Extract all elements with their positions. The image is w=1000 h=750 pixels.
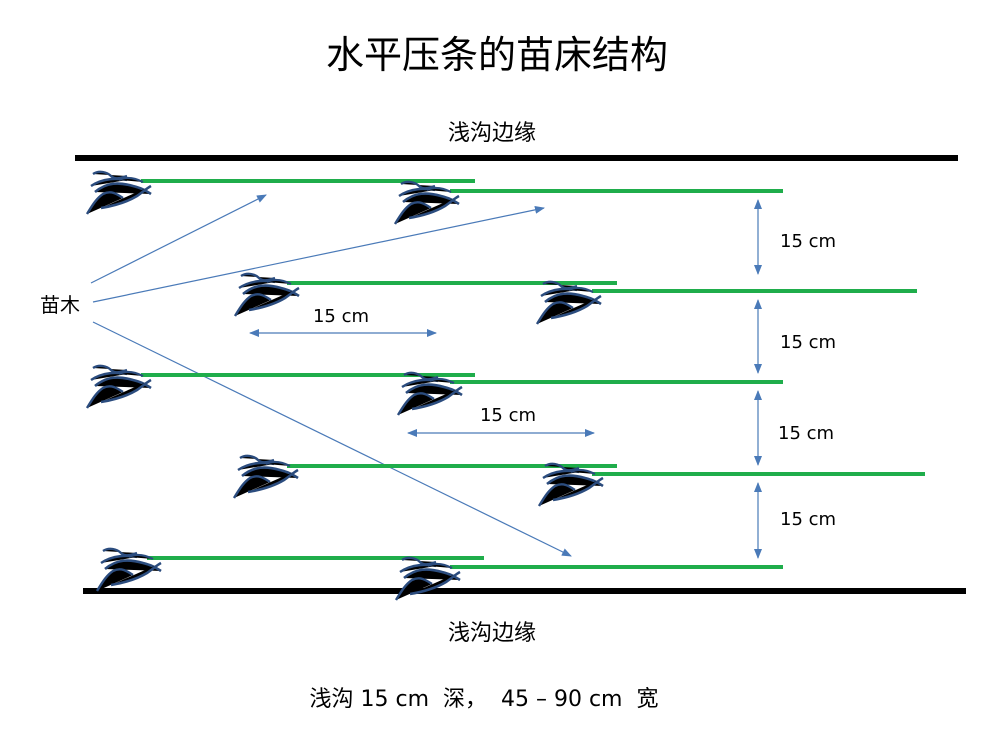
seedling-arrow-2: [92, 205, 545, 303]
vertical-spacing-label-4: 15 cm: [780, 509, 836, 530]
page-title: 水平压条的苗床结构: [326, 33, 668, 77]
seedling-arrow-1: [90, 194, 267, 284]
root-icon: [95, 547, 163, 593]
vertical-spacing-label-1: 15 cm: [780, 231, 836, 252]
seedling-arrow-3: [92, 321, 572, 557]
root-icon: [537, 462, 605, 508]
root-icon: [233, 272, 301, 318]
root-icon: [393, 180, 461, 226]
root-icon: [85, 170, 153, 216]
trench-edge-bottom-label: 浅沟边缘: [448, 621, 536, 646]
vertical-spacing-label-3: 15 cm: [778, 423, 834, 444]
horizontal-spacing-label-1: 15 cm: [313, 306, 369, 327]
root-icon: [396, 371, 464, 417]
seedling-label: 苗木: [40, 293, 80, 317]
trench-edge-top-label: 浅沟边缘: [448, 121, 536, 146]
root-icon: [535, 280, 603, 326]
horizontal-spacing-label-2: 15 cm: [480, 405, 536, 426]
root-icon: [85, 364, 153, 410]
root-icon: [232, 454, 300, 500]
trench-dimensions-note: 浅沟 15 cm 深， 45 – 90 cm 宽: [310, 687, 659, 712]
vertical-spacing-label-2: 15 cm: [780, 332, 836, 353]
